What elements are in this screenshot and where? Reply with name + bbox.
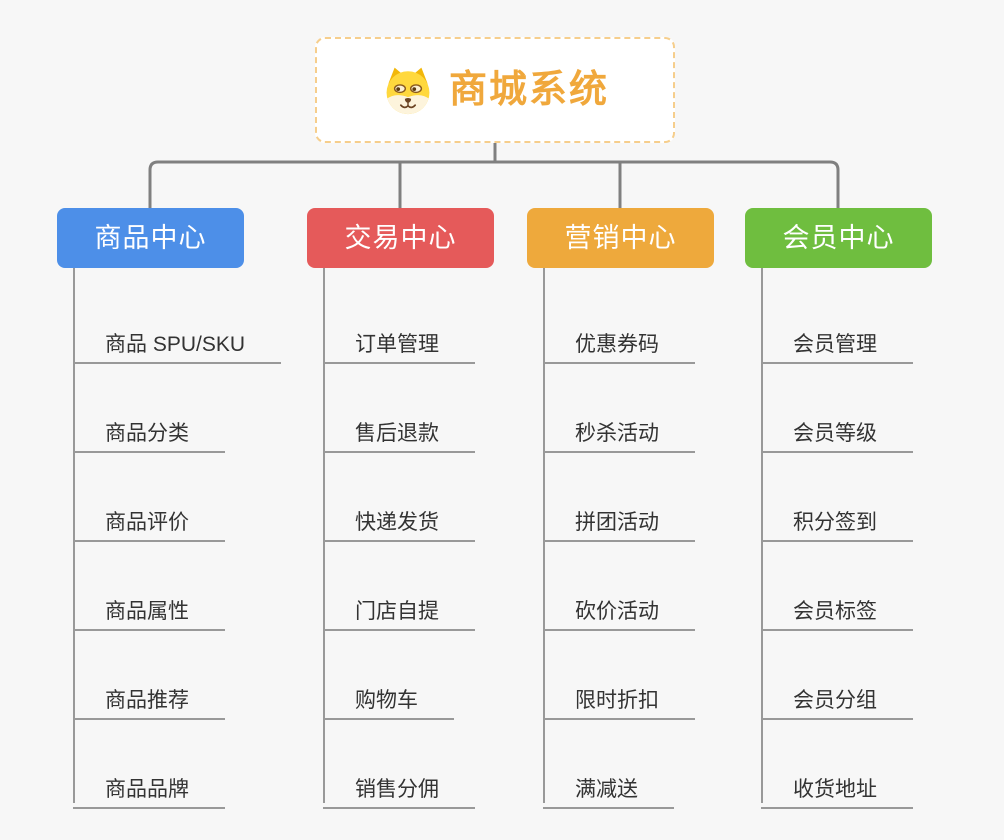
leaf-node[interactable]: 销售分佣 <box>323 761 475 809</box>
branch-tree-line <box>543 268 545 803</box>
leaf-node[interactable]: 会员等级 <box>761 405 913 453</box>
leaf-node[interactable]: 商品属性 <box>73 583 225 631</box>
leaf-node[interactable]: 会员管理 <box>761 316 913 364</box>
leaf-node[interactable]: 商品分类 <box>73 405 225 453</box>
leaf-node[interactable]: 快递发货 <box>323 494 475 542</box>
branch-node-3[interactable]: 营销中心 <box>527 208 714 268</box>
branch-label: 商品中心 <box>94 222 207 253</box>
branch-label: 营销中心 <box>564 222 677 253</box>
leaf-node[interactable]: 订单管理 <box>323 316 475 364</box>
leaf-node[interactable]: 购物车 <box>323 672 454 720</box>
leaf-node[interactable]: 售后退款 <box>323 405 475 453</box>
leaf-node[interactable]: 拼团活动 <box>543 494 695 542</box>
leaf-node[interactable]: 积分签到 <box>761 494 913 542</box>
branch-node-4[interactable]: 会员中心 <box>745 208 932 268</box>
leaf-node[interactable]: 商品评价 <box>73 494 225 542</box>
leaf-node[interactable]: 门店自提 <box>323 583 475 631</box>
leaf-node[interactable]: 会员标签 <box>761 583 913 631</box>
leaf-node[interactable]: 商品推荐 <box>73 672 225 720</box>
branch-label: 交易中心 <box>344 222 457 253</box>
branch-tree-line <box>73 268 75 803</box>
branch-tree-line <box>323 268 325 803</box>
leaf-node[interactable]: 限时折扣 <box>543 672 695 720</box>
leaf-node[interactable]: 收货地址 <box>761 761 913 809</box>
branch-node-1[interactable]: 商品中心 <box>57 208 244 268</box>
leaf-node[interactable]: 商品品牌 <box>73 761 225 809</box>
leaf-node[interactable]: 商品 SPU/SKU <box>73 316 282 364</box>
root-node[interactable]: 商城系统 <box>315 37 675 143</box>
root-title: 商城系统 <box>448 69 609 111</box>
leaf-node[interactable]: 优惠券码 <box>543 316 695 364</box>
branch-label: 会员中心 <box>782 222 895 253</box>
branch-bracket-line <box>148 160 840 210</box>
leaf-node[interactable]: 砍价活动 <box>543 583 695 631</box>
leaf-node[interactable]: 满减送 <box>543 761 674 809</box>
branch-tree-line <box>761 268 763 803</box>
dog-icon <box>386 67 430 115</box>
leaf-node[interactable]: 秒杀活动 <box>543 405 695 453</box>
leaf-node[interactable]: 会员分组 <box>761 672 913 720</box>
branch-node-2[interactable]: 交易中心 <box>307 208 494 268</box>
